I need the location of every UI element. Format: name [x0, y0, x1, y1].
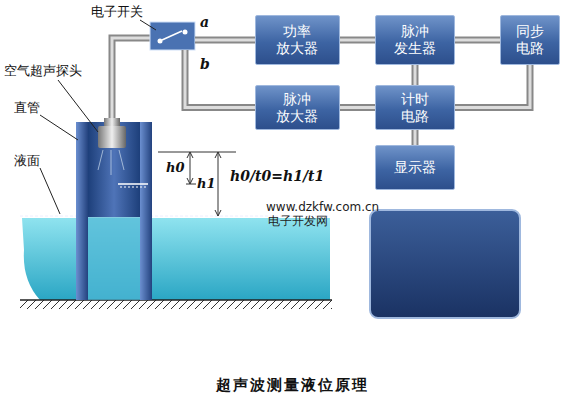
box-text: 功率 放大器	[276, 23, 319, 57]
part-name: 液面	[14, 152, 40, 170]
dimension: h1	[196, 176, 217, 191]
box-text: 计时 电路	[393, 91, 436, 125]
part-name: 直管	[14, 99, 40, 117]
formula: h0/t0=h1/t1	[230, 168, 324, 184]
pipe-connector	[415, 65, 416, 85]
display-box: 显示器	[375, 145, 455, 190]
pipe-connector	[455, 65, 530, 108]
caption: 超声波测量液位原理	[216, 376, 369, 395]
pipe-connector	[340, 40, 375, 41]
sync-circuit: 同步 电路	[500, 15, 560, 65]
pulse-amplifier: 脉冲 放大器	[255, 85, 340, 130]
part-name: 空气超声探头	[4, 62, 82, 80]
pipe-connector	[455, 40, 500, 41]
power-amplifier: 功率 放大器	[255, 15, 340, 65]
pipe-connector	[195, 40, 255, 41]
pipe-connector	[340, 107, 375, 108]
pulse-generator: 脉冲 发生器	[375, 15, 455, 65]
dimension: h0	[165, 160, 186, 175]
switch-terminal: b	[200, 56, 210, 72]
timer-circuit: 计时 电路	[375, 85, 455, 130]
watermark: www.dzkfw.com.cn	[266, 200, 379, 214]
watermark: 电子开发网	[268, 213, 328, 230]
electronic-switch: 电子开关	[150, 22, 195, 50]
pipe-connector	[415, 130, 416, 145]
box-text: 同步 电路	[508, 23, 551, 57]
switch-terminal: a	[200, 14, 209, 30]
box-text: 电子开关	[91, 4, 143, 20]
box-text: 显示器	[394, 159, 436, 176]
box-text: 脉冲 发生器	[393, 23, 436, 57]
box-text: 脉冲 放大器	[276, 91, 319, 125]
pipe-connector	[185, 50, 255, 108]
